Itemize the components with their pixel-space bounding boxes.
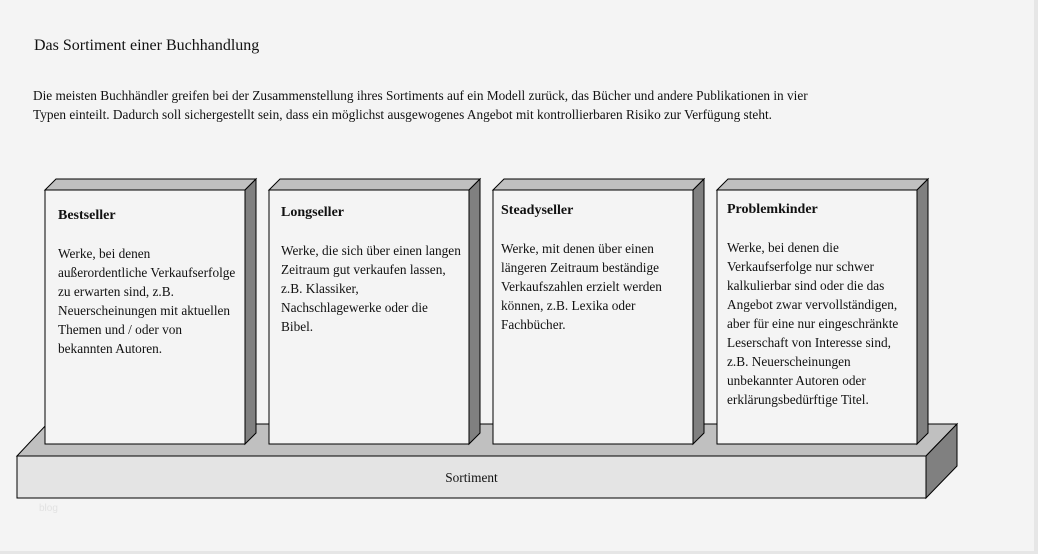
block-problemkinder — [715, 177, 930, 446]
card-title: Problemkinder — [727, 202, 818, 217]
block-front-face — [716, 189, 918, 445]
page-title: Das Sortiment einer Buchhandlung — [34, 37, 260, 54]
block-bestseller — [43, 177, 258, 446]
block-side-face — [244, 177, 257, 446]
watermark: blog — [39, 503, 58, 514]
block-top-face — [267, 178, 482, 191]
card-text: Werke, bei denen außerordentliche Verkau… — [58, 246, 236, 356]
card-steadyseller: Steadyseller Werke, mit denen über einen… — [501, 201, 681, 334]
block-front-face — [44, 189, 246, 445]
right-border — [1034, 0, 1038, 554]
card-text: Werke, die sich über einen langen Zeitra… — [281, 243, 461, 334]
block-side-face — [916, 177, 929, 446]
block-longseller — [267, 177, 482, 446]
block-top-face — [43, 178, 258, 191]
block-top-face — [491, 178, 706, 191]
card-title: Bestseller — [58, 208, 116, 223]
block-side-face — [692, 177, 705, 446]
base-label: Sortiment — [445, 470, 498, 485]
block-top-face — [715, 178, 930, 191]
block-steadyseller — [491, 177, 706, 446]
block-side-face — [468, 177, 481, 446]
card-longseller: Longseller Werke, die sich über einen la… — [281, 203, 461, 336]
card-text: Werke, bei denen die Verkaufserfolge nur… — [727, 240, 899, 407]
card-text: Werke, mit denen über einen längeren Zei… — [501, 241, 662, 332]
block-front-face — [492, 189, 694, 445]
card-bestseller: Bestseller Werke, bei denen außerordentl… — [58, 206, 238, 358]
card-problemkinder: Problemkinder Werke, bei denen die Verka… — [727, 200, 907, 409]
block-front-face — [268, 189, 470, 445]
intro-paragraph: Die meisten Buchhändler greifen bei der … — [33, 88, 808, 122]
bottom-border — [0, 551, 1038, 554]
card-title: Longseller — [281, 205, 344, 220]
card-title: Steadyseller — [501, 203, 574, 218]
